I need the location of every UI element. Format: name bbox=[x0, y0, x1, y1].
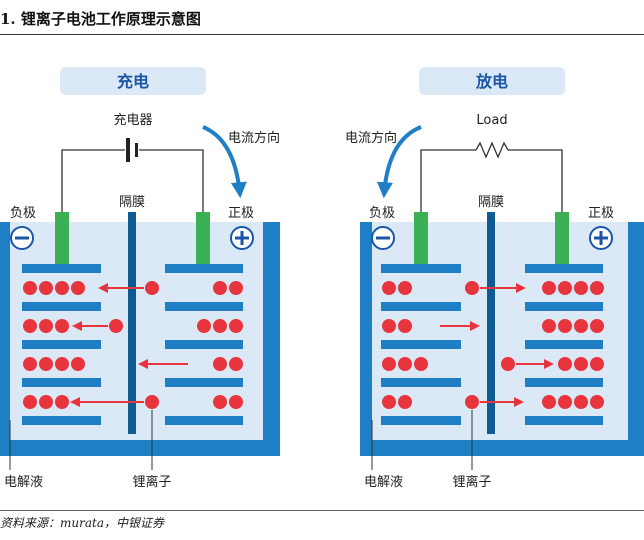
charge-ions bbox=[23, 281, 243, 409]
charge-wire-right bbox=[139, 149, 204, 212]
charge-positive-electrode bbox=[196, 212, 210, 264]
charge-current-label: 电流方向 bbox=[228, 130, 280, 146]
source-note: 资料来源：murata，中银证券 bbox=[0, 516, 164, 530]
charge-positive-label: 正极 bbox=[228, 206, 254, 221]
discharge-separator bbox=[487, 212, 495, 434]
charger-plate-short bbox=[135, 143, 138, 157]
discharge-separator-label: 隔膜 bbox=[478, 195, 504, 210]
charge-separator-label: 隔膜 bbox=[119, 195, 145, 210]
discharge-wire-left bbox=[420, 149, 476, 212]
discharge-ion-arrows bbox=[440, 283, 554, 407]
figure-title: 1. 锂离子电池工作原理示意图 bbox=[0, 10, 201, 28]
load-label: Load bbox=[476, 113, 507, 128]
charge-plates bbox=[22, 264, 243, 425]
discharge-electrolyte bbox=[372, 222, 628, 440]
source-rule bbox=[0, 510, 644, 511]
discharge-ions bbox=[382, 281, 604, 409]
charge-wire-left bbox=[61, 149, 125, 212]
discharge-panel: 放电 Load 电流方向 负极 正极 隔膜 bbox=[345, 67, 644, 490]
charge-negative-electrode bbox=[55, 212, 69, 264]
charger-label: 充电器 bbox=[113, 112, 152, 128]
load-resistor bbox=[475, 141, 509, 159]
discharge-positive-label: 正极 bbox=[588, 206, 614, 221]
discharge-negative-electrode bbox=[414, 212, 428, 264]
charge-negative-terminal-icon bbox=[10, 226, 34, 250]
charge-title-pill bbox=[60, 67, 206, 95]
charge-electrolyte-label: 电解液 bbox=[4, 475, 43, 490]
charger-plate-long bbox=[126, 138, 130, 162]
discharge-current-label: 电流方向 bbox=[345, 130, 397, 146]
discharge-wire-right bbox=[508, 149, 563, 212]
charge-ion-arrows bbox=[70, 283, 188, 407]
charge-separator bbox=[128, 212, 136, 434]
discharge-current-arrow bbox=[376, 125, 422, 199]
discharge-positive-electrode bbox=[555, 212, 569, 264]
charge-current-arrow bbox=[202, 125, 247, 199]
discharge-electrolyte-label: 电解液 bbox=[364, 475, 403, 490]
discharge-negative-label: 负极 bbox=[369, 206, 395, 221]
charge-positive-terminal-icon bbox=[230, 226, 254, 250]
discharge-negative-terminal-icon bbox=[371, 226, 395, 250]
charge-negative-label: 负极 bbox=[10, 206, 36, 221]
discharge-ion-label: 锂离子 bbox=[452, 474, 491, 490]
charge-panel: 充电 充电器 电流方向 负极 正极 隔膜 bbox=[0, 67, 280, 490]
discharge-positive-terminal-icon bbox=[589, 226, 613, 250]
discharge-plates bbox=[381, 264, 603, 425]
charge-title: 充电 bbox=[117, 72, 149, 91]
title-rule bbox=[0, 34, 644, 35]
charge-ion-label: 锂离子 bbox=[132, 474, 171, 490]
discharge-title-pill bbox=[419, 67, 565, 95]
discharge-title: 放电 bbox=[475, 72, 508, 91]
